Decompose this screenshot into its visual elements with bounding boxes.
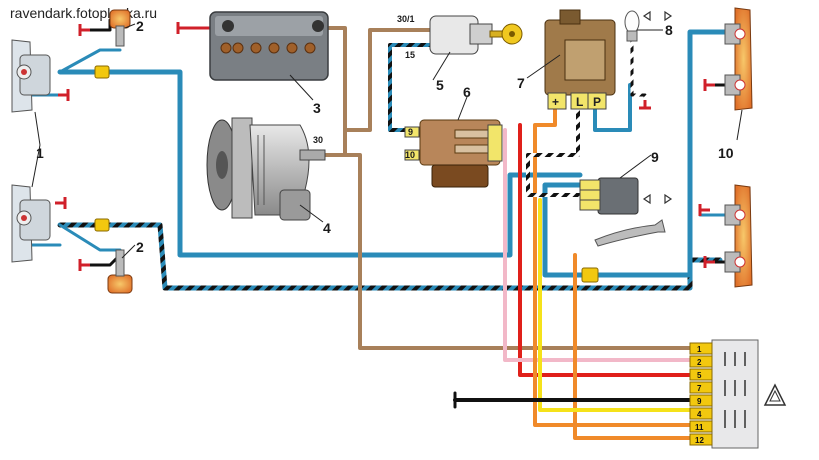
ground-markers — [55, 22, 715, 271]
turn-signal-switch — [579, 177, 666, 247]
wire-orange — [533, 106, 692, 440]
hazard-pin-7: 7 — [697, 384, 702, 393]
callout-8: 8 — [665, 22, 673, 38]
wire-lamp-8 — [630, 38, 647, 102]
wire-pink — [503, 128, 692, 362]
key-icon — [489, 23, 523, 45]
callout-9: 9 — [651, 149, 659, 165]
wire-blue-relay-p — [593, 83, 632, 132]
label-relay-p: P — [593, 95, 601, 109]
ignition-switch — [429, 15, 523, 55]
wire-blue-top-left — [57, 69, 583, 258]
voltage-regulator — [404, 119, 503, 188]
hazard-pin-12: 12 — [695, 436, 704, 445]
callout-1: 1 — [36, 145, 44, 161]
battery — [209, 11, 329, 81]
hazard-pin-9: 9 — [697, 397, 702, 406]
callout-10: 10 — [718, 145, 734, 161]
callout-4: 4 — [323, 220, 331, 236]
alternator — [206, 117, 326, 221]
side-repeater-lower — [107, 249, 133, 294]
label-relay-l: L — [576, 95, 583, 109]
hazard-pin-2: 2 — [697, 358, 702, 367]
rear-lamp-upper — [724, 7, 753, 111]
hazard-switch-block: 1 2 5 7 9 4 11 12 — [689, 339, 759, 449]
label-switch-30-1: 30/1 — [397, 14, 415, 24]
hazard-pin-1: 1 — [697, 345, 702, 354]
label-regulator-9: 9 — [408, 127, 413, 137]
front-turn-lamp-lower — [11, 184, 51, 263]
callout-2-lower: 2 — [136, 239, 144, 255]
callout-2-upper: 2 — [136, 18, 144, 34]
hazard-pin-4: 4 — [697, 410, 702, 419]
arrows-icon — [642, 10, 673, 205]
hazard-triangle-icon — [763, 383, 787, 406]
callout-leaders — [31, 23, 743, 259]
hazard-pin-5: 5 — [697, 371, 702, 380]
rear-lamp-lower — [724, 184, 753, 288]
lever-icon — [594, 219, 666, 247]
inline-connectors — [94, 65, 599, 283]
label-switch-15: 15 — [405, 50, 415, 60]
front-turn-lamp-upper — [11, 39, 51, 113]
label-relay-plus: + — [552, 95, 559, 109]
side-repeater-upper — [109, 9, 131, 47]
callout-7: 7 — [517, 75, 525, 91]
hazard-pin-11: 11 — [695, 423, 704, 432]
label-regulator-10: 10 — [405, 150, 415, 160]
callout-3: 3 — [313, 100, 321, 116]
turn-signal-relay — [544, 9, 616, 110]
label-alternator-30: 30 — [313, 135, 323, 145]
wires — [28, 18, 742, 440]
hazard-pins — [689, 342, 713, 446]
wire-red — [518, 123, 692, 377]
wire-yellow — [538, 198, 692, 412]
wire-relay-l — [526, 106, 582, 197]
callout-6: 6 — [463, 84, 471, 100]
wire-brown-main — [318, 26, 692, 350]
indicator-lamp — [624, 10, 640, 42]
callout-5: 5 — [436, 77, 444, 93]
